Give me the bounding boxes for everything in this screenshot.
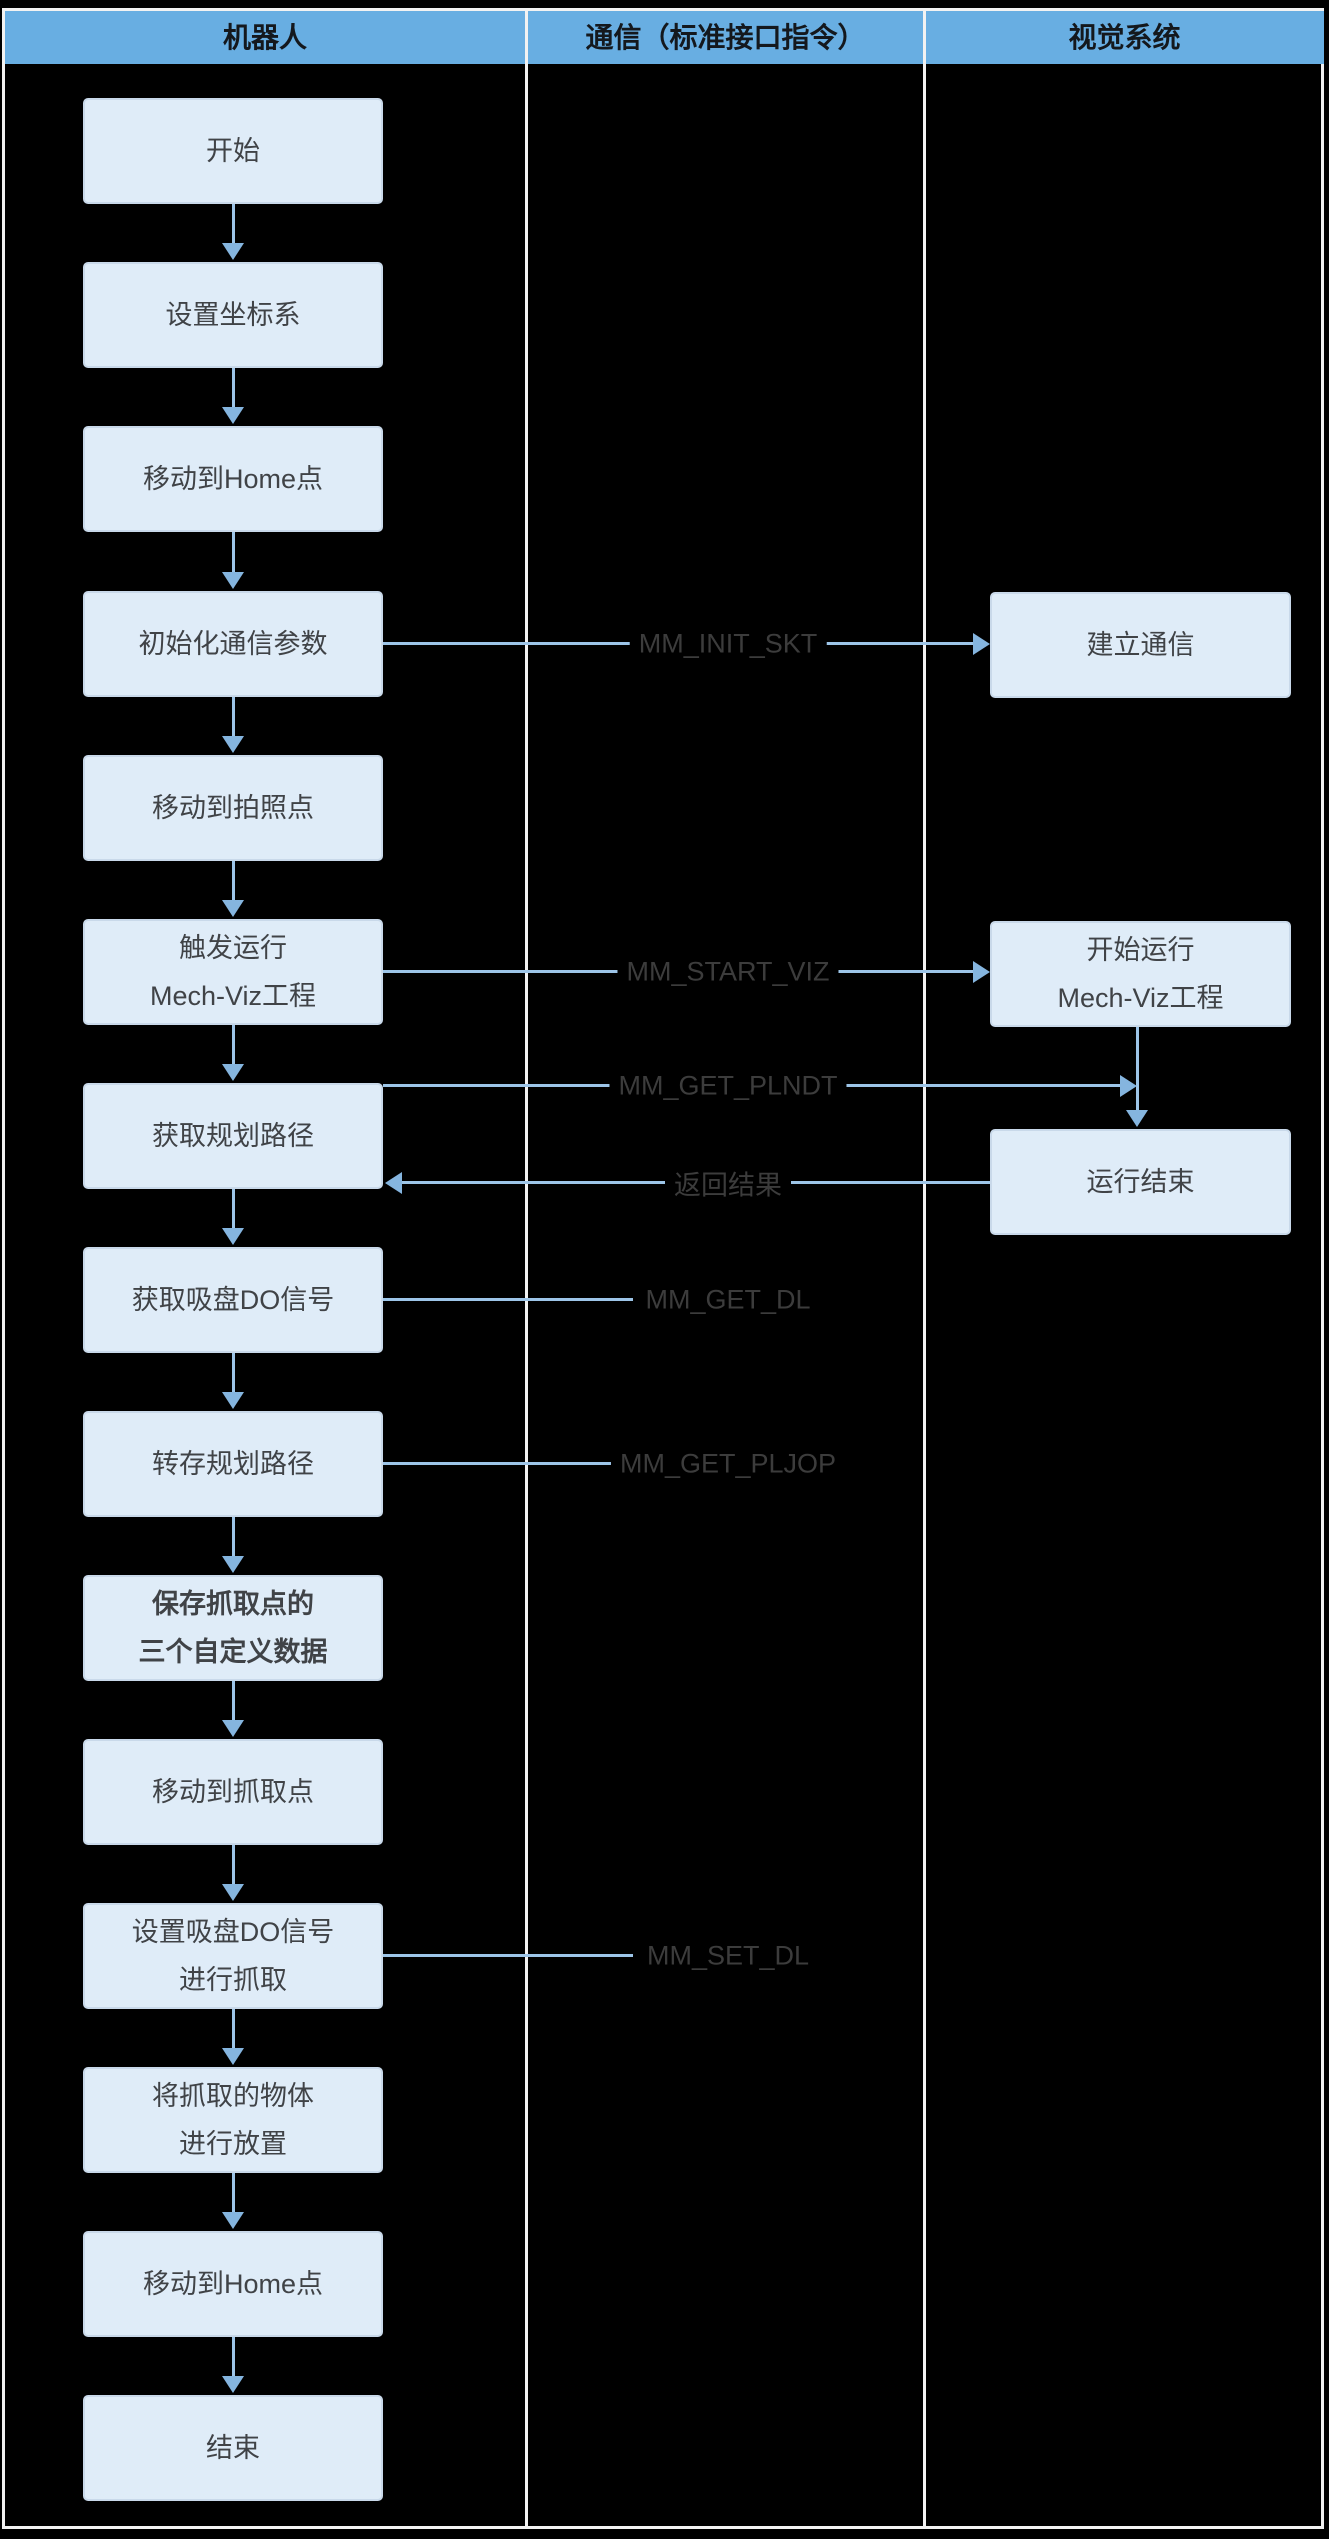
node-establish-communication: 建立通信 [990, 592, 1291, 698]
message-mm-get-plndt: MM_GET_PLNDT [609, 1070, 847, 1102]
connector-down-1-shaft [232, 204, 235, 243]
connector-down-13-shaft [232, 2173, 235, 2212]
arrow-down-icon [1126, 1110, 1148, 1127]
connector-down-14-shaft [232, 2337, 235, 2376]
node-place-object: 将抓取的物体 进行放置 [83, 2067, 383, 2173]
arrow-down-icon [222, 572, 244, 589]
connector-down-3-shaft [232, 532, 235, 572]
arrow-down-icon [222, 1720, 244, 1737]
message-mm-init-skt: MM_INIT_SKT [629, 628, 827, 660]
arrow-down-icon [222, 1064, 244, 1081]
connector-down-7-shaft [232, 1189, 235, 1228]
arrow-down-icon [222, 2376, 244, 2393]
connector-mm-set-dl-line [383, 1954, 633, 1957]
table-frame [2, 8, 1324, 2529]
arrow-down-icon [222, 1228, 244, 1245]
node-move-to-home: 移动到Home点 [83, 426, 383, 532]
header-band [5, 11, 1324, 64]
node-set-suction-do-signal: 设置吸盘DO信号 进行抓取 [83, 1903, 383, 2009]
message-mm-get-pljop: MM_GET_PLJOP [610, 1448, 846, 1480]
node-get-planned-path: 获取规划路径 [83, 1083, 383, 1189]
node-save-custom-data: 保存抓取点的 三个自定义数据 [83, 1575, 383, 1681]
header-column-communication: 通信（标准接口指令） [585, 22, 866, 53]
arrow-down-icon [222, 243, 244, 260]
arrow-down-icon [222, 1884, 244, 1901]
connector-mm-get-pljop-line [383, 1462, 633, 1465]
node-move-to-pick-point: 移动到抓取点 [83, 1739, 383, 1845]
node-run-finished: 运行结束 [990, 1129, 1291, 1235]
arrow-left-icon [385, 1172, 402, 1194]
message-mm-set-dl: MM_SET_DL [637, 1940, 819, 1972]
node-trigger-mech-viz: 触发运行 Mech-Viz工程 [83, 919, 383, 1025]
connector-vision-down-shaft [1136, 1027, 1139, 1110]
node-get-suction-do-signal: 获取吸盘DO信号 [83, 1247, 383, 1353]
header-column-robot: 机器人 [222, 22, 307, 53]
arrow-down-icon [222, 900, 244, 917]
node-end: 结束 [83, 2395, 383, 2501]
header-column-vision: 视觉系统 [1068, 22, 1181, 53]
arrow-right-icon [973, 633, 990, 655]
arrow-down-icon [222, 736, 244, 753]
node-set-coordinate-frame: 设置坐标系 [83, 262, 383, 368]
connector-down-10-shaft [232, 1681, 235, 1720]
message-return-result: 返回结果 [665, 1163, 791, 1203]
connector-down-11-shaft [232, 1845, 235, 1884]
arrow-down-icon [222, 2048, 244, 2065]
message-mm-get-dl: MM_GET_DL [636, 1284, 820, 1316]
arrow-down-icon [222, 2212, 244, 2229]
node-move-to-capture-point: 移动到拍照点 [83, 755, 383, 861]
node-init-communication: 初始化通信参数 [83, 591, 383, 697]
node-move-to-home-2: 移动到Home点 [83, 2231, 383, 2337]
connector-down-2-shaft [232, 368, 235, 407]
connector-down-9-shaft [232, 1517, 235, 1556]
column-divider-1 [525, 8, 528, 2529]
column-divider-2 [923, 8, 926, 2529]
node-store-planned-path: 转存规划路径 [83, 1411, 383, 1517]
connector-mm-get-dl-line [383, 1298, 633, 1301]
node-start-mech-viz: 开始运行 Mech-Viz工程 [990, 921, 1291, 1027]
message-mm-start-viz: MM_START_VIZ [617, 956, 839, 988]
arrow-down-icon [222, 1556, 244, 1573]
arrow-right-icon [973, 961, 990, 983]
arrow-down-icon [222, 1392, 244, 1409]
connector-down-4-shaft [232, 697, 235, 736]
arrow-right-icon [1120, 1075, 1137, 1097]
connector-down-8-shaft [232, 1353, 235, 1392]
arrow-down-icon [222, 407, 244, 424]
node-start: 开始 [83, 98, 383, 204]
connector-down-5-shaft [232, 861, 235, 900]
connector-down-6-shaft [232, 1025, 235, 1064]
connector-down-12-shaft [232, 2009, 235, 2048]
